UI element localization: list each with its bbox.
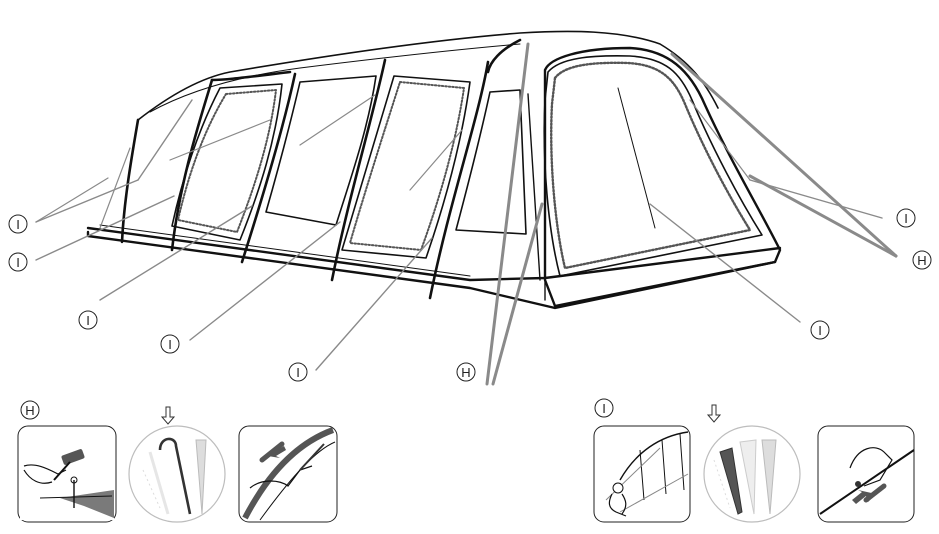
svg-text:I: I [904, 211, 908, 226]
tent-groundsheet-line [99, 224, 471, 277]
step-group-h: H [17, 400, 338, 523]
svg-text:I: I [296, 365, 300, 380]
tent-roof-inner [149, 43, 521, 113]
callout-i-left-lower: I [8, 252, 28, 272]
callout-i-front-2: I [160, 334, 180, 354]
tent-pole-2b [210, 70, 292, 82]
tent-groundsheet-bottom [86, 230, 777, 310]
tent-pole-6 [486, 38, 522, 74]
tent-pole-4 [330, 58, 387, 282]
callout-i-left-upper: I [8, 214, 28, 234]
guy-line-front-3 [315, 237, 433, 371]
svg-text:H: H [917, 253, 926, 268]
callout-i-right-lower: I [810, 320, 830, 340]
guy-line-h-right-b [748, 174, 898, 258]
svg-text:I: I [818, 323, 822, 338]
svg-text:I: I [16, 255, 20, 270]
guy-line-front-2 [189, 221, 341, 341]
tent-pole-2 [170, 78, 214, 252]
callout-h-front: H [456, 362, 476, 382]
tent-roof-outline [137, 30, 719, 121]
push-arrow-icon [817, 425, 915, 523]
svg-text:I: I [168, 337, 172, 352]
callout-i-front-1: I [78, 310, 98, 330]
guy-line-left-upper [35, 179, 139, 223]
hook-peg-icon [128, 406, 226, 523]
svg-text:I: I [602, 401, 606, 416]
tent-end-side-edge [527, 93, 546, 301]
svg-text:I: I [86, 313, 90, 328]
tent-end-door-stitch [550, 61, 752, 270]
svg-text:H: H [461, 365, 470, 380]
callout-i-right-upper: I [896, 208, 916, 228]
svg-text:H: H [25, 403, 34, 418]
tent-guy-icon [593, 425, 691, 523]
tent-pole-3 [240, 72, 297, 264]
tent-end-panel-seam [617, 87, 656, 229]
tent-side-window-4 [455, 89, 527, 235]
tent-pole-5 [428, 60, 490, 300]
hammer-icon [17, 425, 117, 523]
pull-arrow-icon [238, 425, 338, 523]
svg-text:I: I [16, 217, 20, 232]
guy-lines [35, 42, 898, 386]
callout-h-right: H [912, 250, 932, 270]
guy-line-right-lower [649, 203, 801, 323]
tent-illustration [86, 30, 782, 310]
tent-end-door-window [543, 55, 763, 277]
step-group-i: I [593, 398, 915, 523]
tent-side-window-3 [341, 75, 471, 259]
tent-side-window-2 [265, 75, 377, 226]
step-h-label: H [20, 400, 40, 420]
guy-line-h-right-a [670, 52, 898, 258]
tent-side-window-1-stitch [177, 89, 277, 233]
tent-end-panel [543, 46, 782, 308]
guy-line-right-upper [749, 179, 883, 219]
tent-groundsheet-top [86, 226, 782, 282]
v-peg-icon [703, 404, 801, 523]
step-i-label: I [594, 398, 614, 418]
guy-line-left-lower [35, 195, 175, 261]
tent-side-window-1 [171, 83, 283, 241]
guy-line-h-front-b [491, 202, 544, 386]
guy-line-h-front-a [485, 42, 530, 386]
callout-i-front-3: I [288, 362, 308, 382]
